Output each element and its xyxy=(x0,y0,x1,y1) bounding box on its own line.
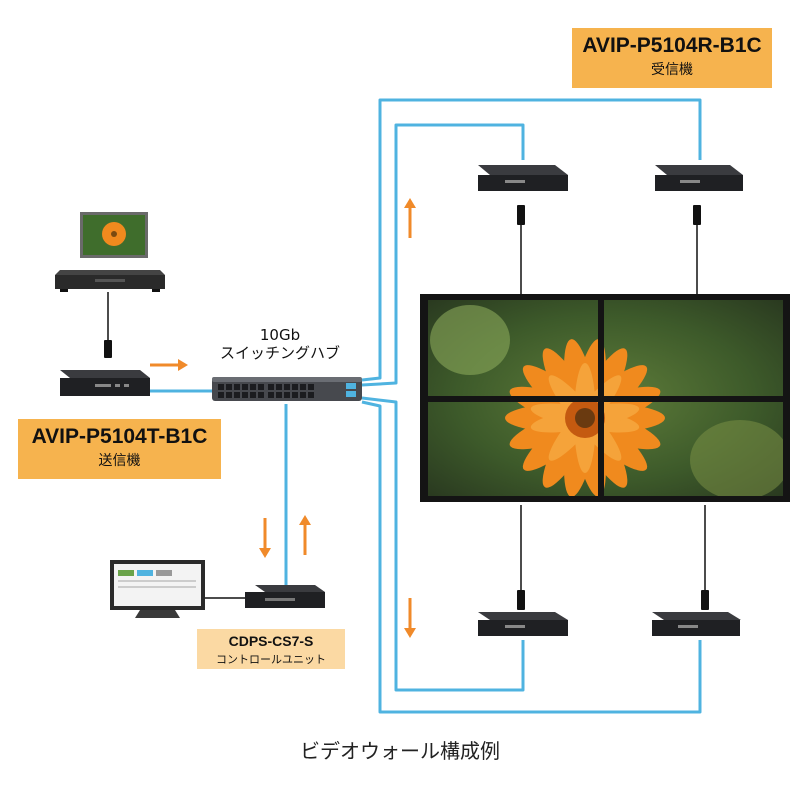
arrow-right-icon xyxy=(150,359,188,371)
cable-switch-rx-bottom-outer xyxy=(361,400,702,714)
cable-switch-rx-top-outer xyxy=(361,98,702,382)
receiver-device-icon xyxy=(478,165,568,191)
switch-label: 10Gb スイッチングハブ xyxy=(200,326,360,362)
controller-role: コントロールユニット xyxy=(216,653,326,666)
arrow-up-icon xyxy=(404,198,416,238)
receiver-model: AVIP-P5104R-B1C xyxy=(582,34,762,57)
arrow-down-icon xyxy=(259,518,271,558)
controller-model: CDPS-CS7-S xyxy=(228,633,314,649)
signal-arrows xyxy=(150,198,416,638)
receiver-device-icon xyxy=(655,165,743,191)
control-unit-device-icon xyxy=(245,585,325,608)
controller-label: CDPS-CS7-S コントロールユニット xyxy=(197,629,345,669)
transmitter-role: 送信機 xyxy=(98,453,141,469)
arrow-down-icon xyxy=(404,598,416,638)
media-player-icon xyxy=(55,270,165,292)
switch-label-line2: スイッチングハブ xyxy=(219,344,340,362)
network-switch-icon xyxy=(212,377,362,401)
transmitter-model: AVIP-P5104T-B1C xyxy=(31,425,208,448)
hdmi-plugs xyxy=(104,205,709,610)
video-wall-display xyxy=(420,294,790,502)
switch-label-line1: 10Gb xyxy=(259,326,301,344)
hdmi-cables xyxy=(107,225,706,599)
cable-switch-rx-bottom-inner xyxy=(361,396,525,692)
cable-switch-rx-top-inner xyxy=(361,123,525,387)
receiver-label: AVIP-P5104R-B1C 受信機 xyxy=(572,28,772,88)
control-pc-monitor-icon xyxy=(110,560,205,618)
source-monitor-icon xyxy=(80,212,148,258)
arrow-up-icon xyxy=(299,515,311,555)
diagram-caption: ビデオウォール構成例 xyxy=(300,739,500,763)
receiver-role: 受信機 xyxy=(651,62,693,78)
transmitter-label: AVIP-P5104T-B1C 送信機 xyxy=(18,419,221,479)
lan-cables xyxy=(148,98,702,714)
transmitter-device-icon xyxy=(60,370,150,396)
receiver-device-icon xyxy=(478,612,568,636)
receiver-device-icon xyxy=(652,612,741,636)
